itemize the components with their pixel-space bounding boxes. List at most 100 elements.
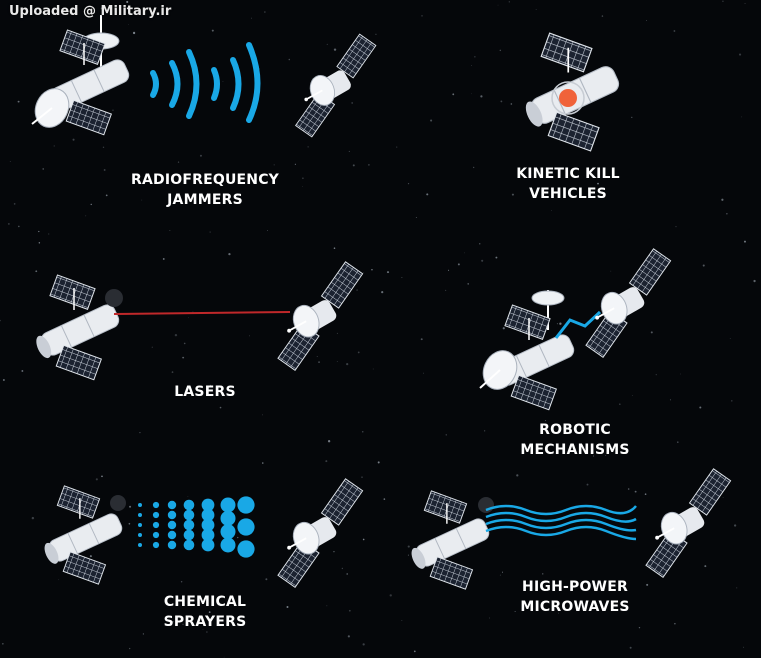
star bbox=[501, 571, 504, 573]
star bbox=[38, 230, 40, 233]
star bbox=[744, 240, 746, 243]
label-line: HIGH-POWER bbox=[522, 579, 628, 595]
star bbox=[102, 146, 105, 149]
star bbox=[326, 43, 328, 45]
star bbox=[371, 269, 373, 271]
star bbox=[209, 231, 211, 233]
star bbox=[381, 291, 384, 294]
spray-droplet bbox=[201, 518, 215, 532]
star bbox=[188, 317, 190, 319]
star bbox=[586, 483, 589, 486]
star bbox=[638, 627, 641, 629]
star bbox=[341, 567, 344, 570]
star bbox=[362, 643, 365, 646]
spray-droplet bbox=[183, 519, 195, 531]
spray-droplet bbox=[138, 543, 142, 547]
star bbox=[162, 258, 165, 260]
star bbox=[294, 163, 296, 165]
star bbox=[610, 270, 612, 272]
star bbox=[333, 550, 335, 553]
spray-droplet bbox=[237, 518, 255, 536]
star bbox=[597, 182, 599, 185]
star bbox=[500, 100, 503, 103]
star bbox=[401, 620, 403, 621]
microwave-beams bbox=[485, 504, 637, 541]
star bbox=[288, 58, 291, 61]
star bbox=[426, 193, 429, 196]
star bbox=[262, 414, 263, 416]
star bbox=[139, 432, 141, 434]
star bbox=[377, 461, 380, 464]
star bbox=[674, 623, 676, 625]
star bbox=[721, 198, 724, 201]
laser-target-satellite bbox=[276, 260, 364, 372]
star bbox=[545, 420, 547, 422]
label-line: MECHANISMS bbox=[520, 442, 630, 458]
spray-droplet bbox=[237, 496, 255, 514]
star bbox=[172, 621, 174, 623]
spray-droplet bbox=[220, 510, 236, 526]
star bbox=[346, 573, 349, 575]
chemical-spray bbox=[138, 496, 255, 558]
star bbox=[361, 430, 364, 433]
star bbox=[480, 95, 483, 98]
star bbox=[18, 225, 20, 228]
robotic-attacker-satellite bbox=[479, 290, 580, 411]
spray-droplet bbox=[167, 510, 177, 520]
microwave-emitter bbox=[478, 497, 494, 513]
star bbox=[142, 633, 144, 635]
spray-droplet bbox=[201, 538, 215, 552]
star bbox=[383, 498, 386, 500]
star bbox=[336, 332, 338, 334]
star bbox=[202, 629, 204, 630]
star bbox=[457, 263, 460, 266]
spray-droplet bbox=[167, 530, 177, 540]
star bbox=[472, 166, 475, 169]
spray-droplet bbox=[201, 508, 215, 522]
star bbox=[267, 229, 269, 231]
star bbox=[348, 150, 350, 152]
star bbox=[669, 399, 671, 401]
star bbox=[722, 497, 724, 498]
spray-droplet bbox=[138, 513, 142, 517]
star bbox=[141, 199, 143, 201]
star bbox=[551, 210, 552, 211]
star bbox=[484, 430, 486, 432]
star bbox=[499, 49, 502, 52]
star bbox=[627, 488, 630, 490]
spray-droplet bbox=[167, 540, 177, 550]
star bbox=[423, 372, 424, 374]
star bbox=[351, 102, 353, 104]
star bbox=[420, 338, 423, 341]
star bbox=[112, 109, 114, 111]
star bbox=[731, 400, 733, 402]
spray-droplet bbox=[237, 540, 255, 558]
star bbox=[736, 587, 738, 589]
star bbox=[619, 403, 621, 405]
star bbox=[744, 3, 746, 4]
star bbox=[413, 650, 416, 653]
spray-droplet bbox=[152, 521, 160, 529]
star bbox=[401, 276, 403, 278]
star bbox=[302, 177, 304, 180]
star bbox=[502, 327, 505, 330]
star bbox=[452, 93, 455, 96]
star bbox=[680, 373, 681, 375]
star bbox=[702, 264, 705, 267]
star bbox=[53, 145, 55, 147]
spray-droplet bbox=[220, 497, 236, 513]
label-line: MICROWAVES bbox=[520, 599, 630, 615]
label-robotic-mechanisms: ROBOTIC MECHANISMS bbox=[455, 420, 695, 460]
star bbox=[7, 222, 10, 225]
star bbox=[646, 583, 649, 586]
star bbox=[183, 342, 186, 345]
star bbox=[13, 202, 16, 205]
star bbox=[495, 256, 498, 259]
star bbox=[511, 193, 514, 196]
star bbox=[222, 80, 224, 82]
star bbox=[739, 53, 742, 56]
star bbox=[318, 361, 320, 364]
label-high-power-microwaves: HIGH-POWER MICROWAVES bbox=[455, 577, 695, 617]
star bbox=[101, 475, 103, 478]
star bbox=[407, 545, 410, 548]
